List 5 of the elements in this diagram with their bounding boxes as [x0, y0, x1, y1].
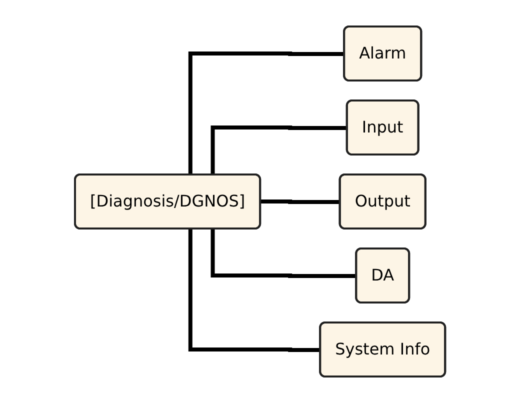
connector	[188, 52, 345, 175]
connector	[211, 229, 358, 278]
connector	[259, 200, 341, 204]
connector	[211, 126, 348, 175]
connector	[188, 229, 322, 352]
